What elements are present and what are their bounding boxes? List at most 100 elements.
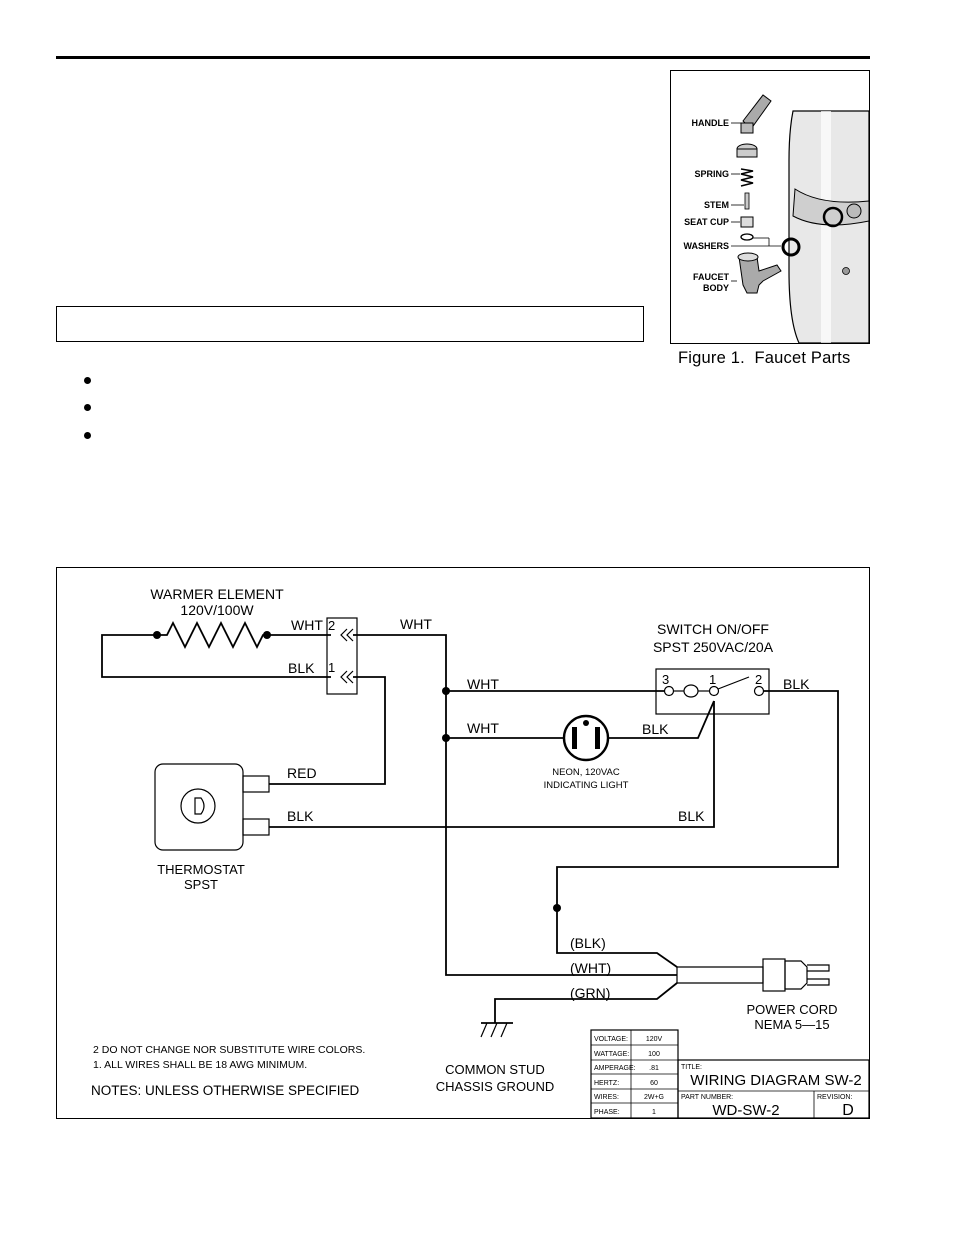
spring-part [740, 168, 754, 187]
spec-value-hertz: 60 [650, 1080, 658, 1087]
part-number: WD-SW-2 [712, 1102, 779, 1118]
ground-tick-2 [490, 1022, 498, 1038]
neon-center-dot [583, 720, 589, 726]
plug-blade-2 [807, 978, 830, 986]
plug-blade-1 [807, 964, 830, 972]
washer-1 [740, 233, 754, 241]
wire-grn [494, 982, 678, 1023]
wire-blk-out [556, 690, 839, 968]
neon-pin-right [595, 727, 600, 749]
label-faucet: FAUCET [693, 272, 730, 282]
wiring-diagram: WARMER ELEMENT 120V/100W WHT WHT BLK 2 1… [56, 567, 870, 1119]
spec-label-voltage: VOLTAGE: [594, 1036, 628, 1043]
neon-label-1: NEON, 120VAC [552, 767, 620, 778]
spec-label-wires: WIRES: [594, 1094, 619, 1101]
note-2: 2 DO NOT CHANGE NOR SUBSTITUTE WIRE COLO… [93, 1044, 365, 1056]
spec-value-wires: 2W+G [644, 1094, 664, 1101]
ground-label-2: CHASSIS GROUND [436, 1079, 554, 1094]
neon-pin-left [572, 727, 577, 749]
ground-tick-3 [500, 1022, 508, 1038]
ground-tick-1 [480, 1022, 488, 1038]
wire-label-wht-switch: WHT [467, 676, 499, 692]
stem-part [744, 192, 750, 210]
switch-terminal-3 [663, 685, 675, 697]
wire-thermo-blk [269, 701, 715, 828]
urn-highlight [821, 111, 831, 343]
node-element-left [153, 631, 161, 639]
switch-lamp [683, 684, 699, 698]
switch-terminal-1 [708, 685, 720, 697]
switch-terminal-2 [753, 685, 765, 697]
terminal-block [326, 617, 358, 695]
neon-light [562, 714, 610, 762]
cord-wire-wht: (WHT) [570, 960, 611, 976]
ground-label-1: COMMON STUD [445, 1062, 545, 1077]
label-spring: SPRING [694, 169, 729, 179]
revision-label: REVISION: [817, 1094, 852, 1101]
cap-side [736, 148, 758, 158]
tb-pin-1: 1 [328, 660, 335, 675]
thermostat-dial [180, 788, 216, 824]
neon-label-2: INDICATING LIGHT [544, 780, 629, 791]
urn-hole [842, 267, 850, 275]
label-body: BODY [703, 283, 729, 293]
label-seat-cup: SEAT CUP [684, 217, 729, 227]
bullet-1 [84, 377, 91, 384]
cord-wire-grn: (GRN) [570, 985, 610, 1001]
wiring-diagram-svg: WARMER ELEMENT 120V/100W WHT WHT BLK 2 1… [91, 586, 870, 1119]
thermostat-body [154, 763, 244, 851]
node-blk-cord [553, 904, 561, 912]
bullet-3 [84, 432, 91, 439]
switch-pin-2: 2 [755, 672, 762, 687]
thermostat-terminal-2 [242, 818, 270, 836]
spec-value-amperage: .81 [649, 1065, 659, 1072]
title-label: TITLE: [681, 1064, 702, 1071]
switch-pin-3: 3 [662, 672, 669, 687]
power-cord-label-2: NEMA 5—15 [754, 1017, 829, 1032]
node-wht-neon [442, 734, 450, 742]
tb-connector-2a [340, 628, 348, 642]
urn-washer-ring [822, 206, 844, 228]
switch-label-1: SWITCH ON/OFF [657, 621, 769, 637]
power-cord-label-1: POWER CORD [747, 1002, 838, 1017]
figure-caption: Figure 1. Faucet Parts [678, 349, 851, 367]
washer-2 [781, 237, 801, 257]
note-1: 1. ALL WIRES SHALL BE 18 AWG MINIMUM. [93, 1059, 307, 1071]
warmer-element-label-1: WARMER ELEMENT [150, 586, 284, 602]
faucet-body-part [738, 256, 782, 294]
faucet-body-top [737, 252, 759, 262]
wire-label-wht-neon: WHT [467, 720, 499, 736]
label-handle: HANDLE [692, 118, 730, 128]
node-element-right [263, 631, 271, 639]
thermostat-label-2: SPST [184, 877, 218, 892]
wire-label-wht-tb2: WHT [291, 617, 323, 633]
wire-element-loop [101, 634, 331, 678]
spec-label-phase: PHASE: [594, 1109, 620, 1116]
tb-connector-2b [346, 628, 354, 642]
wire-label-blk-thermo-right: BLK [678, 808, 705, 824]
revision-value: D [842, 1102, 854, 1118]
thermostat-label-1: THERMOSTAT [157, 862, 245, 877]
heating-resistor [157, 620, 267, 650]
part-number-label: PART NUMBER: [681, 1094, 733, 1101]
label-washers: WASHERS [683, 241, 729, 251]
switch-lever [717, 676, 750, 690]
wire-wht-main [353, 634, 677, 976]
top-rule [56, 56, 870, 59]
wire-label-blk-thermo: BLK [287, 808, 314, 824]
wire-label-blk-out: BLK [783, 676, 810, 692]
spec-value-wattage: 100 [648, 1051, 660, 1058]
diagram-title: WIRING DIAGRAM SW-2 [690, 1072, 861, 1089]
seat-cup-part [740, 216, 754, 228]
wire-label-wht-top: WHT [400, 616, 432, 632]
thermostat-terminal-1 [242, 775, 270, 793]
faucet-parts-figure: HANDLE SPRING STEM SEAT CUP WASHERS FAUC… [670, 70, 870, 344]
handle-base [740, 122, 754, 134]
plug-grip [762, 958, 786, 992]
notes-heading: NOTES: UNLESS OTHERWISE SPECIFIED [91, 1083, 360, 1098]
switch-pin-1: 1 [709, 672, 716, 687]
node-wht-switch [442, 687, 450, 695]
power-cord-jacket [676, 966, 764, 984]
spec-value-phase: 1 [652, 1109, 656, 1116]
tb-connector-1b [346, 670, 354, 684]
